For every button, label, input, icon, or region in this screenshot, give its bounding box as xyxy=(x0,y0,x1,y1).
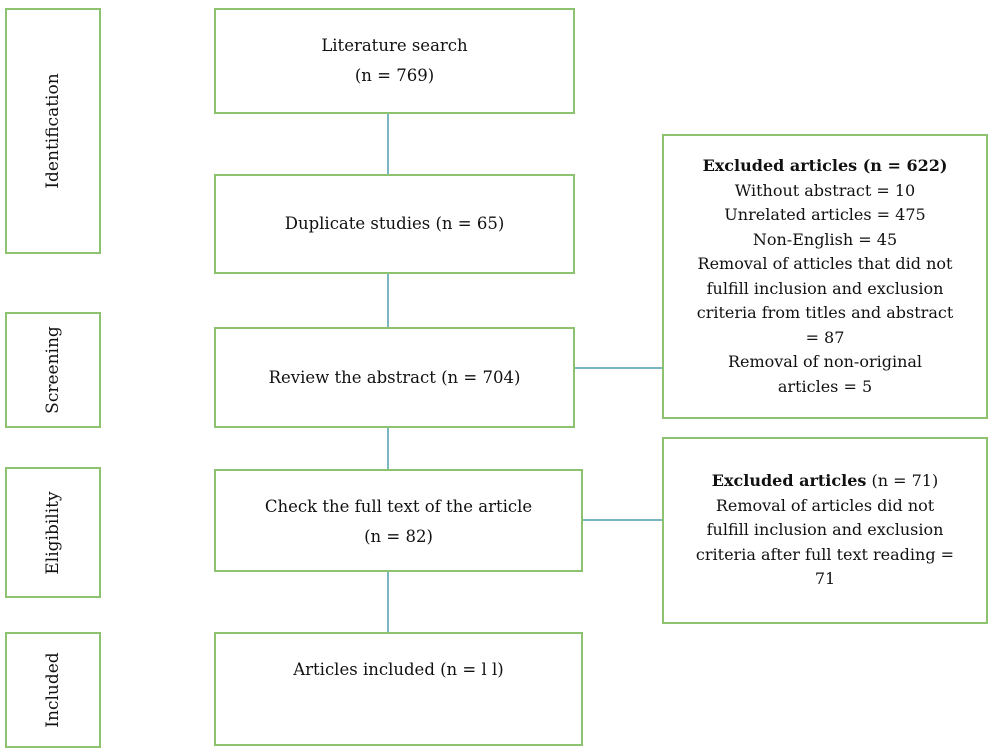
connector-fulltext-included xyxy=(387,571,389,633)
excluded-abstract-line: = 87 xyxy=(805,327,845,347)
connector-search-duplicates xyxy=(387,113,389,175)
full-text-check-label: Check the full text of the article xyxy=(264,497,533,516)
excluded-fulltext-heading-count: (n = 71) xyxy=(866,471,939,491)
excluded-fulltext-heading-bold: Excluded articles xyxy=(711,471,867,491)
excluded-abstract-box: Excluded articles (n = 622) Without abst… xyxy=(662,134,988,419)
connector-fulltext-excluded xyxy=(582,519,662,521)
connector-duplicates-review xyxy=(387,273,389,328)
stage-eligibility: Eligibility xyxy=(5,467,101,598)
articles-included-label: Articles included (n = l l) xyxy=(293,660,504,679)
excluded-fulltext-line: Removal of articles did not xyxy=(715,495,935,515)
literature-search-count: (n = 769) xyxy=(354,66,435,85)
excluded-fulltext-line: fulfill inclusion and exclusion xyxy=(706,520,944,540)
excluded-abstract-line: fulfill inclusion and exclusion xyxy=(706,278,944,298)
literature-search-box: Literature search (n = 769) xyxy=(214,8,575,114)
full-text-check-count: (n = 82) xyxy=(364,527,433,546)
stage-included-label: Included xyxy=(43,652,63,728)
duplicate-studies-box: Duplicate studies (n = 65) xyxy=(214,174,575,274)
stage-identification-label: Identification xyxy=(43,73,63,189)
excluded-abstract-line: Unrelated articles = 475 xyxy=(724,205,926,224)
excluded-abstract-line: articles = 5 xyxy=(777,376,873,396)
connector-review-excluded xyxy=(574,367,663,369)
literature-search-label: Literature search xyxy=(321,36,468,55)
excluded-abstract-heading: Excluded articles (n = 622) xyxy=(702,156,948,175)
articles-included-box: Articles included (n = l l) xyxy=(214,632,583,746)
excluded-abstract-line: criteria from titles and abstract xyxy=(696,303,954,322)
excluded-abstract-line: Removal of atticles that did not xyxy=(697,254,953,273)
excluded-fulltext-box: Excluded articles (n = 71) Removal of ar… xyxy=(662,437,988,624)
review-abstract-label: Review the abstract (n = 704) xyxy=(268,367,521,387)
stage-included: Included xyxy=(5,632,101,748)
connector-review-fulltext xyxy=(387,427,389,470)
stage-identification: Identification xyxy=(5,8,101,254)
stage-eligibility-label: Eligibility xyxy=(43,490,63,575)
duplicate-studies-label: Duplicate studies (n = 65) xyxy=(284,214,505,233)
stage-screening: Screening xyxy=(5,312,101,428)
excluded-fulltext-heading: Excluded articles (n = 71) xyxy=(712,469,938,494)
excluded-abstract-line: Non-English = 45 xyxy=(752,229,898,249)
review-abstract-box: Review the abstract (n = 704) xyxy=(214,327,575,428)
stage-screening-label: Screening xyxy=(43,326,63,414)
full-text-check-box: Check the full text of the article (n = … xyxy=(214,469,583,572)
excluded-abstract-line: Without abstract = 10 xyxy=(734,180,916,200)
excluded-abstract-line: Removal of non-original xyxy=(727,352,923,371)
excluded-fulltext-line: criteria after full text reading = xyxy=(695,544,955,564)
excluded-fulltext-line: 71 xyxy=(814,569,836,589)
